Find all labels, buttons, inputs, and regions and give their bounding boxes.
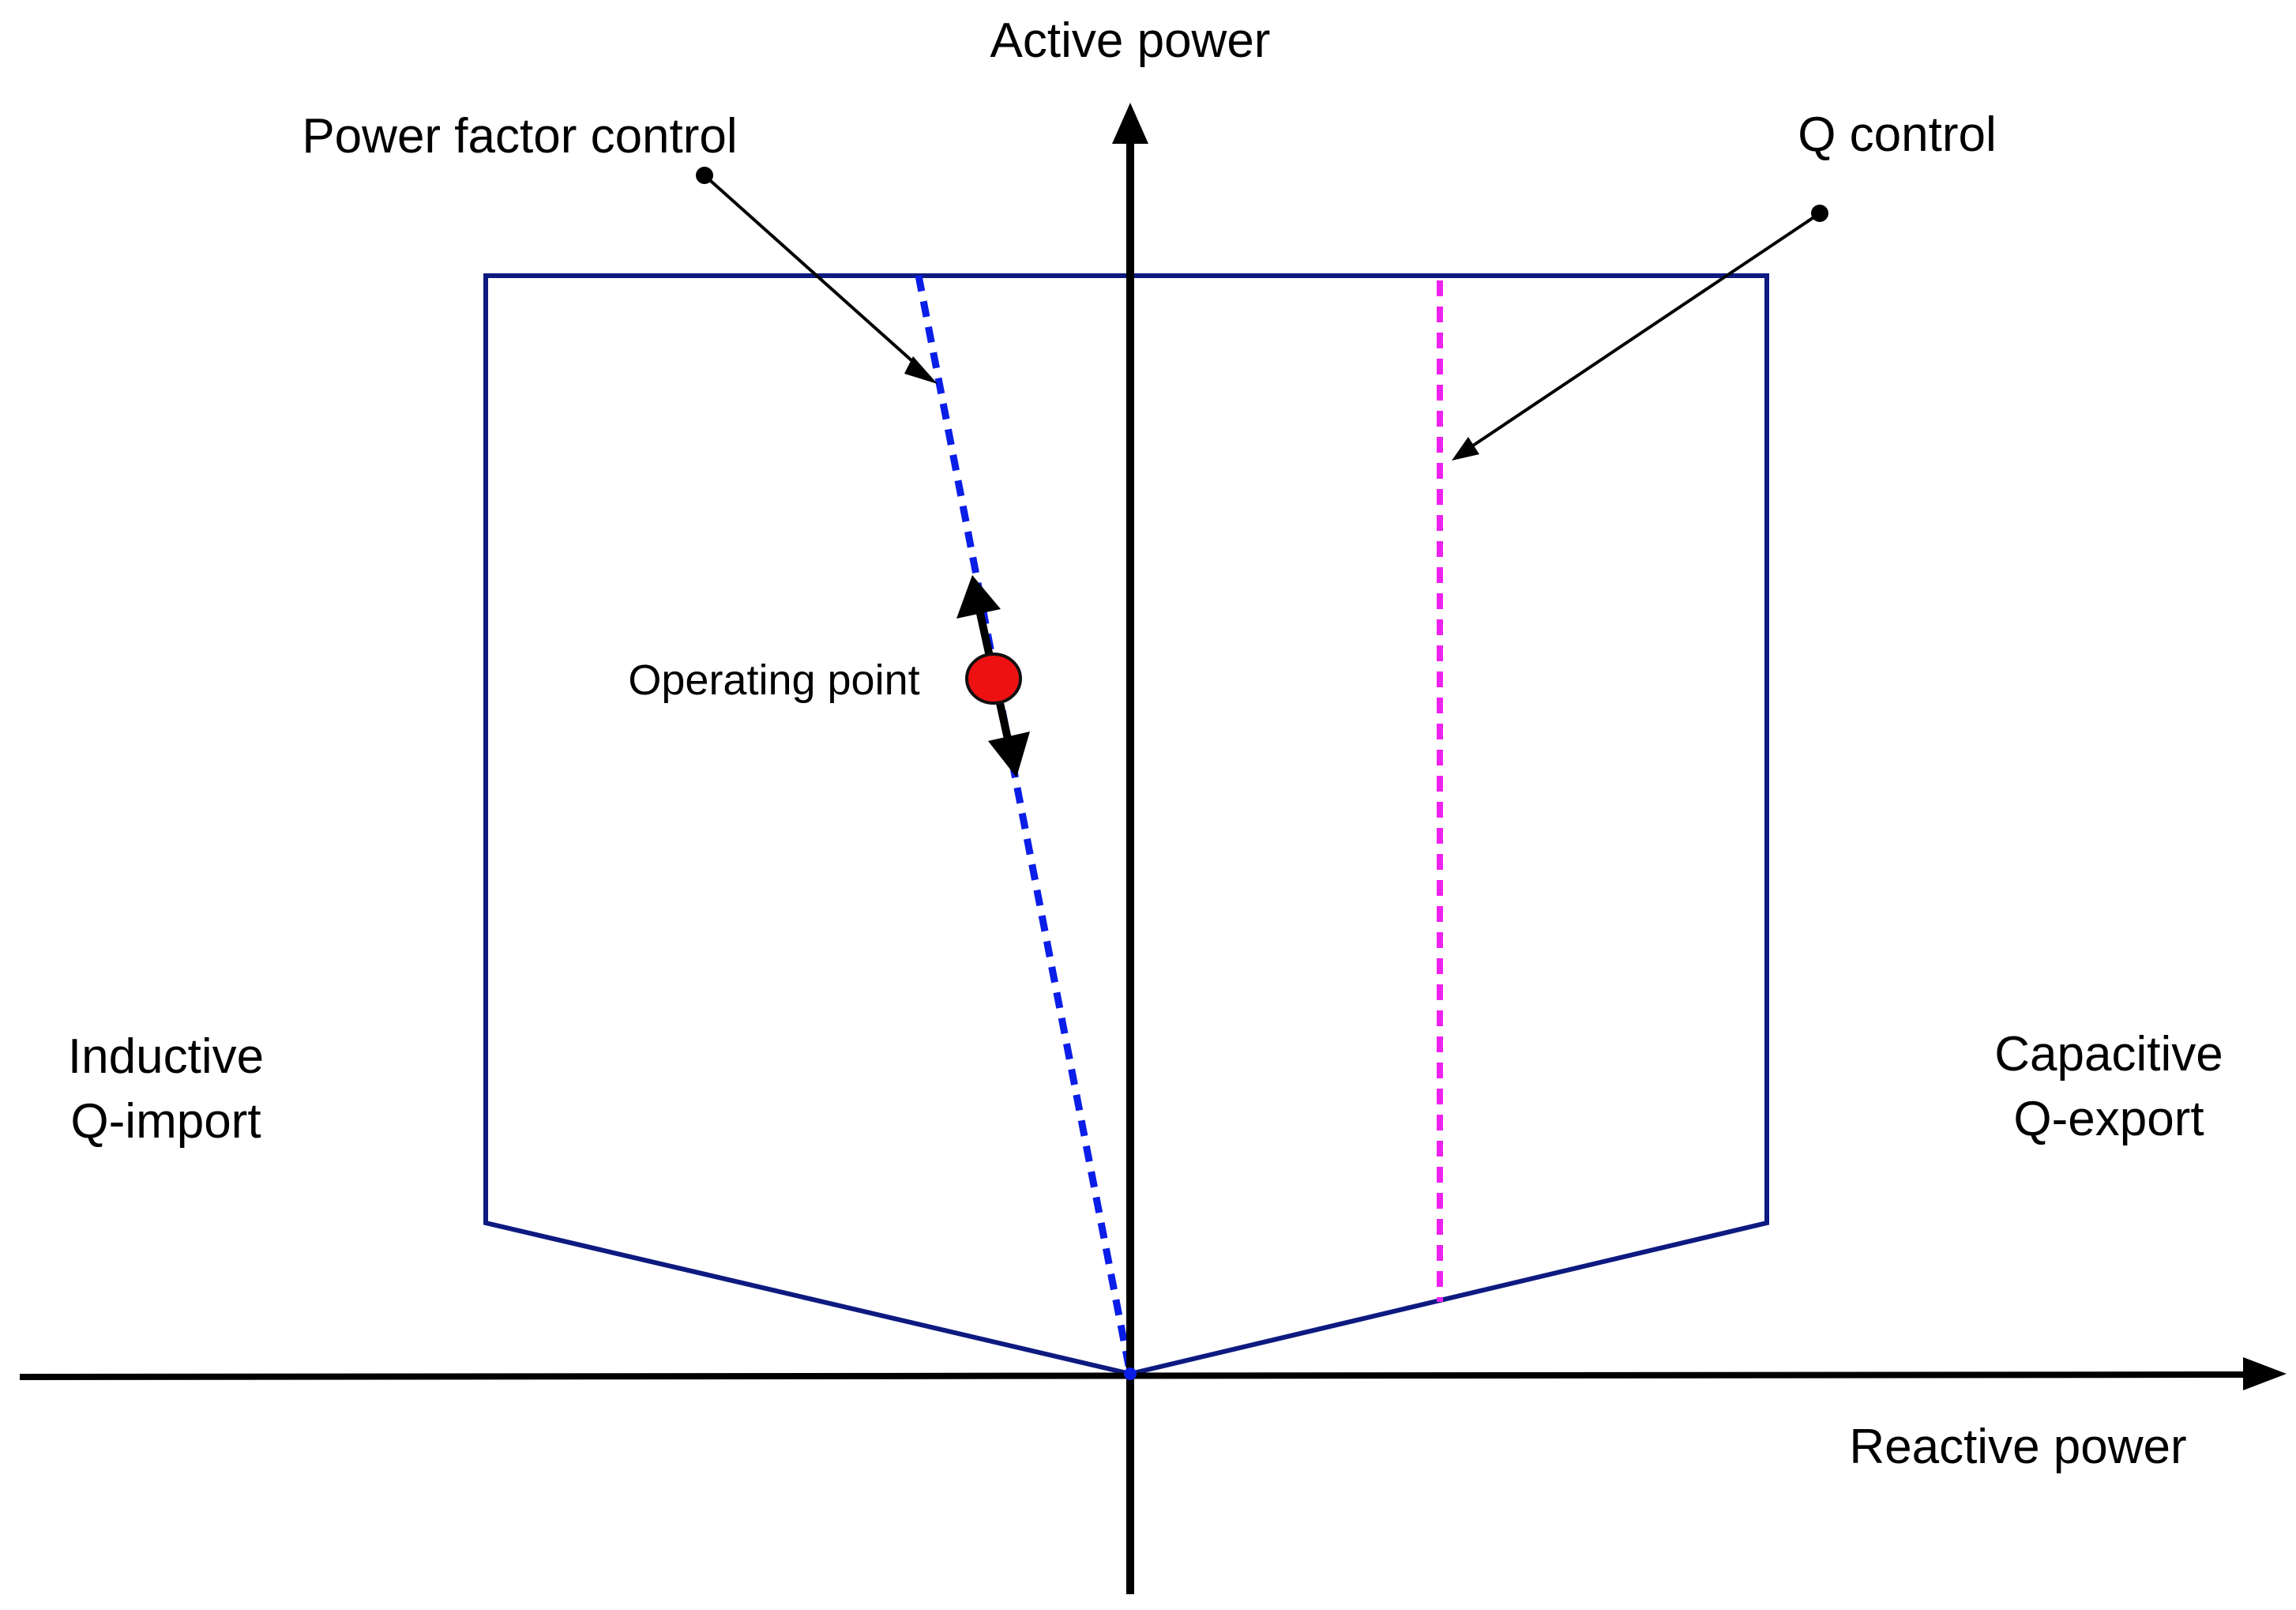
power-factor-control-label: Power factor control	[302, 109, 737, 164]
origin-point	[1124, 1367, 1137, 1380]
reactive-power-axis	[19, 1357, 2287, 1390]
operating-point-dot	[965, 653, 1022, 705]
power-factor-control-pointer	[696, 167, 938, 384]
q-control-pointer	[1452, 205, 1828, 461]
operating-point-arrow-down	[988, 732, 1030, 777]
active-power-axis	[1112, 103, 1148, 1594]
q-control-label: Q control	[1798, 107, 1997, 162]
power-factor-control-line	[915, 275, 1134, 1375]
capacitive-region-label: Capacitive	[1994, 1027, 2223, 1081]
operating-point-arrow-up	[956, 575, 1001, 619]
active-power-axis-arrowhead	[1112, 103, 1148, 144]
active-power-axis-label: Active power	[990, 13, 1271, 68]
operating-point-marker	[956, 575, 1030, 777]
q-import-region-label: Q-import	[70, 1094, 261, 1149]
reactive-power-axis-arrowhead	[2243, 1357, 2287, 1390]
reactive-power-axis-label: Reactive power	[1849, 1420, 2186, 1474]
operating-point-label: Operating point	[628, 656, 919, 704]
q-export-region-label: Q-export	[2013, 1092, 2204, 1146]
inductive-region-label: Inductive	[68, 1029, 264, 1084]
